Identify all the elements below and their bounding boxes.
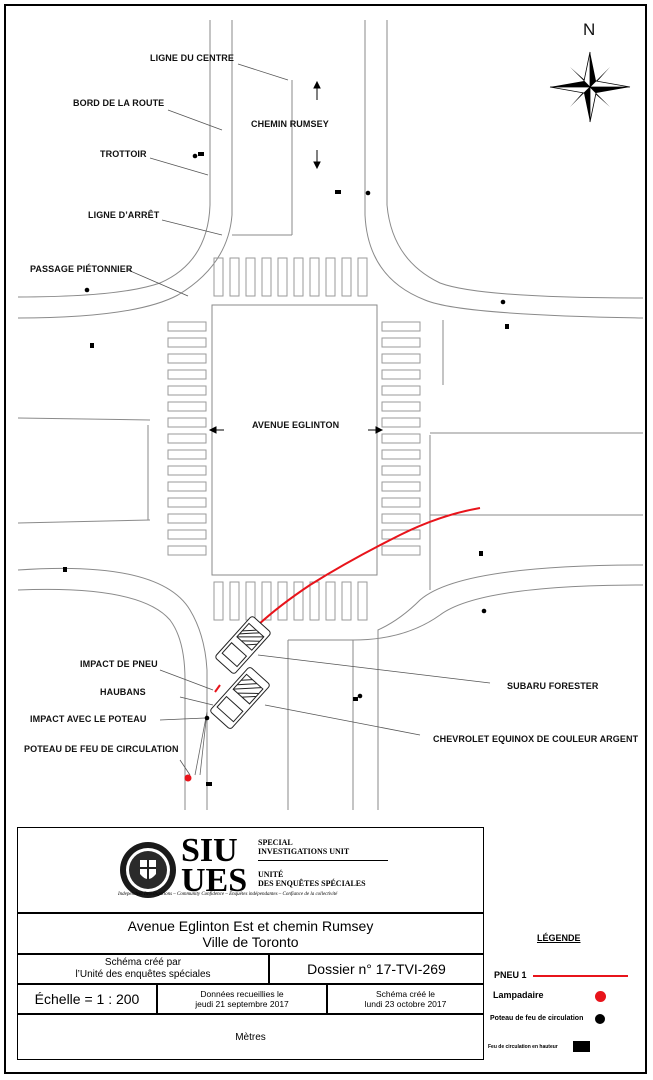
legend-signal-label: Feu de circulation en hauteur	[488, 1044, 558, 1050]
data-collected-line1: Données recueillies le	[200, 989, 284, 999]
label-avenue-eglinton: AVENUE EGLINTON	[252, 420, 340, 430]
logo-taglines: Independent Investigations – Community C…	[118, 892, 338, 897]
compass-north-label: N	[583, 20, 596, 39]
tire-impact-mark	[214, 684, 221, 693]
label-ligne-centre: LIGNE DU CENTRE	[150, 53, 235, 63]
scale-panel: Échelle = 1 : 200	[17, 984, 157, 1014]
logo-tagline-fr: Enquêtes indépendantes – Confiance de la…	[229, 892, 338, 897]
legend-item-signal: Feu de circulation en hauteur	[488, 1044, 558, 1050]
logo-siu-sub2: INVESTIGATIONS UNIT	[258, 847, 350, 856]
data-collected-panel: Données recueillies le jeudi 21 septembr…	[157, 984, 327, 1014]
crosswalk-south	[213, 581, 368, 621]
crosswalk-north	[213, 257, 368, 297]
title-line2: Ville de Toronto	[202, 933, 299, 950]
legend-item-pole: Poteau de feu de circulation	[490, 1015, 583, 1022]
units-label: Mètres	[235, 1031, 266, 1043]
dossier-number: Dossier n° 17-TVI-269	[307, 961, 446, 977]
label-impact-poteau: IMPACT AVEC LE POTEAU	[30, 714, 147, 724]
overhead-signals	[63, 152, 509, 786]
legend-red-dot-icon	[595, 991, 606, 1002]
intersection-diagram	[17, 20, 644, 810]
logo-ues-sub: UNITÉ DES ENQUÊTES SPÉCIALES	[258, 870, 366, 888]
label-bord-route: BORD DE LA ROUTE	[73, 98, 165, 108]
label-poteau-feu: POTEAU DE FEU DE CIRCULATION	[24, 744, 179, 754]
created-by-panel: Schéma créé par l’Unité des enquêtes spé…	[17, 954, 269, 984]
traffic-light-poles	[84, 153, 506, 721]
sidewalk-ne	[386, 20, 644, 299]
sidewalk-nw	[17, 20, 233, 319]
logo-siu: SIU	[181, 832, 238, 869]
label-impact-pneu: IMPACT DE PNEU	[80, 659, 158, 669]
logo-ues-sub1: UNITÉ	[258, 870, 284, 879]
legend-tire-label: PNEU 1	[494, 970, 527, 980]
logo-tagline-en: Independent Investigations – Community C…	[118, 892, 225, 897]
title-line1: Avenue Eglinton Est et chemin Rumsey	[127, 917, 374, 934]
road-edge-se	[377, 564, 644, 810]
road-edge-nw	[17, 20, 211, 298]
siu-seal-logo	[120, 842, 176, 898]
schema-created-line1: Schéma créé le	[375, 989, 436, 999]
road-edge-sw	[17, 567, 208, 810]
logo-siu-sub1: SPECIAL	[258, 838, 293, 847]
label-subaru: SUBARU FORESTER	[507, 681, 599, 691]
label-chevrolet: CHEVROLET EQUINOX DE COULEUR ARGENT	[433, 734, 639, 744]
intersection-box	[211, 304, 378, 576]
legend-black-rect-icon	[573, 1041, 590, 1052]
compass-rose	[549, 51, 631, 123]
created-by-line1: Schéma créé par	[104, 957, 182, 968]
legend-black-dot-icon	[595, 1014, 605, 1024]
label-haubans: HAUBANS	[100, 687, 146, 697]
legend-pole-label: Poteau de feu de circulation	[490, 1015, 584, 1022]
crosswalk-west	[167, 321, 207, 556]
logo-siu-sub: SPECIAL INVESTIGATIONS UNIT	[258, 838, 349, 856]
lamp-post	[184, 774, 192, 782]
tire-mark-1	[257, 507, 481, 626]
page-border	[4, 4, 647, 1074]
created-by-line2: l’Unité des enquêtes spéciales	[75, 969, 211, 980]
subaru-forester	[215, 616, 271, 674]
label-trottoir: TROTTOIR	[100, 149, 147, 159]
label-ligne-arret: LIGNE D’ARRÊT	[88, 210, 160, 220]
dossier-panel: Dossier n° 17-TVI-269	[269, 954, 484, 984]
legend-red-line-icon	[533, 975, 628, 977]
legend-item-lamp: Lampadaire	[493, 990, 544, 1000]
guy-wires	[194, 711, 208, 776]
logo-rule	[258, 860, 388, 861]
units-panel: Mètres	[17, 1014, 484, 1060]
logo-ues: UES	[181, 862, 248, 899]
legend-lamp-label: Lampadaire	[493, 990, 544, 1000]
logo-ues-sub2: DES ENQUÊTES SPÉCIALES	[258, 879, 366, 888]
logo-panel: SIU SPECIAL INVESTIGATIONS UNIT UES UNIT…	[17, 827, 484, 913]
legend-item-tire: PNEU 1	[494, 970, 527, 980]
legend-title: LÉGENDE	[537, 933, 581, 943]
label-passage: PASSAGE PIÉTONNIER	[30, 264, 133, 274]
road-edge-ne	[364, 20, 644, 319]
schema-created-panel: Schéma créé le lundi 23 octobre 2017	[327, 984, 484, 1014]
title-panel: Avenue Eglinton Est et chemin Rumsey Vil…	[17, 913, 484, 954]
crosswalk-east	[381, 321, 421, 556]
sidewalk-se	[352, 584, 644, 810]
chevrolet-equinox	[210, 667, 270, 729]
scale-value: Échelle = 1 : 200	[34, 991, 140, 1007]
sidewalk-sw	[17, 588, 186, 810]
label-chemin-rumsey: CHEMIN RUMSEY	[251, 119, 329, 129]
schema-created-line2: lundi 23 octobre 2017	[364, 999, 447, 1009]
data-collected-line2: jeudi 21 septembre 2017	[195, 999, 289, 1009]
